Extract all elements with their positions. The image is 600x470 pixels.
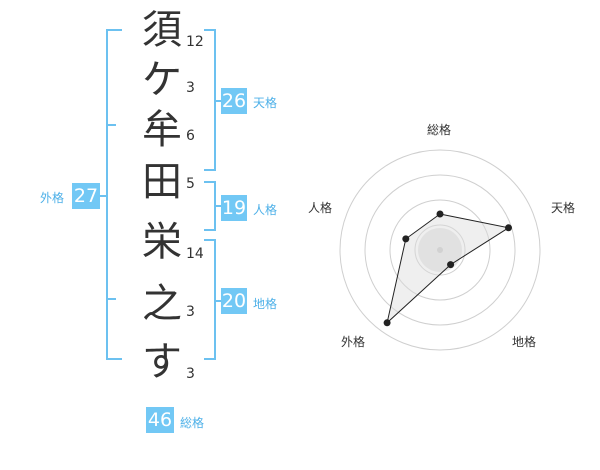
stroke-count-4: 5 <box>186 176 195 192</box>
radar-ring-1 <box>414 224 466 276</box>
radar-series-polygon <box>386 213 510 325</box>
tenkaku-value: 26 <box>221 88 247 114</box>
radar-axis-label-chikaku: 地格 <box>511 335 536 349</box>
radar-axis-label-jinkaku: 人格 <box>307 201 332 215</box>
radar-point-5 <box>402 235 410 243</box>
stroke-count-2: 3 <box>186 80 195 96</box>
radar-point-4 <box>383 319 391 327</box>
stroke-count-5: 14 <box>186 246 204 262</box>
name-char-1: 須 <box>142 7 182 53</box>
radar-ring-3 <box>364 174 516 326</box>
gaikaku-label: 外格 <box>40 191 65 205</box>
stroke-count-7: 3 <box>186 366 195 382</box>
radar-point-2 <box>505 224 512 232</box>
radar-ring-2 <box>389 199 491 301</box>
radar-point-1 <box>436 210 444 218</box>
chikaku-label: 地格 <box>253 297 278 311</box>
soukaku-label: 総格 <box>180 416 205 430</box>
gaikaku-value: 27 <box>72 183 100 209</box>
jinkaku-label: 人格 <box>253 203 278 217</box>
radar-axis-label-tenkaku: 天格 <box>550 201 575 215</box>
radar-center-dot <box>437 247 443 253</box>
radar-ring-4 <box>339 149 541 351</box>
tenkaku-label: 天格 <box>253 96 278 110</box>
jinkaku-value: 19 <box>221 195 247 221</box>
stroke-count-3: 6 <box>186 128 195 144</box>
name-char-4: 田 <box>142 159 182 205</box>
stroke-count-1: 12 <box>186 34 204 50</box>
radar-point-3 <box>447 261 455 269</box>
name-char-6: 之 <box>142 281 182 327</box>
name-char-2: ケ <box>142 57 182 103</box>
name-char-5: 栄 <box>142 219 182 265</box>
soukaku-value: 46 <box>146 407 174 433</box>
chikaku-value: 20 <box>221 288 247 314</box>
radar-axis-label-gaikaku: 外格 <box>340 335 365 349</box>
name-char-3: 牟 <box>142 107 182 153</box>
stroke-count-6: 3 <box>186 304 195 320</box>
radar-axis-label-soukaku: 総格 <box>426 123 451 137</box>
name-char-7: す <box>142 339 182 385</box>
